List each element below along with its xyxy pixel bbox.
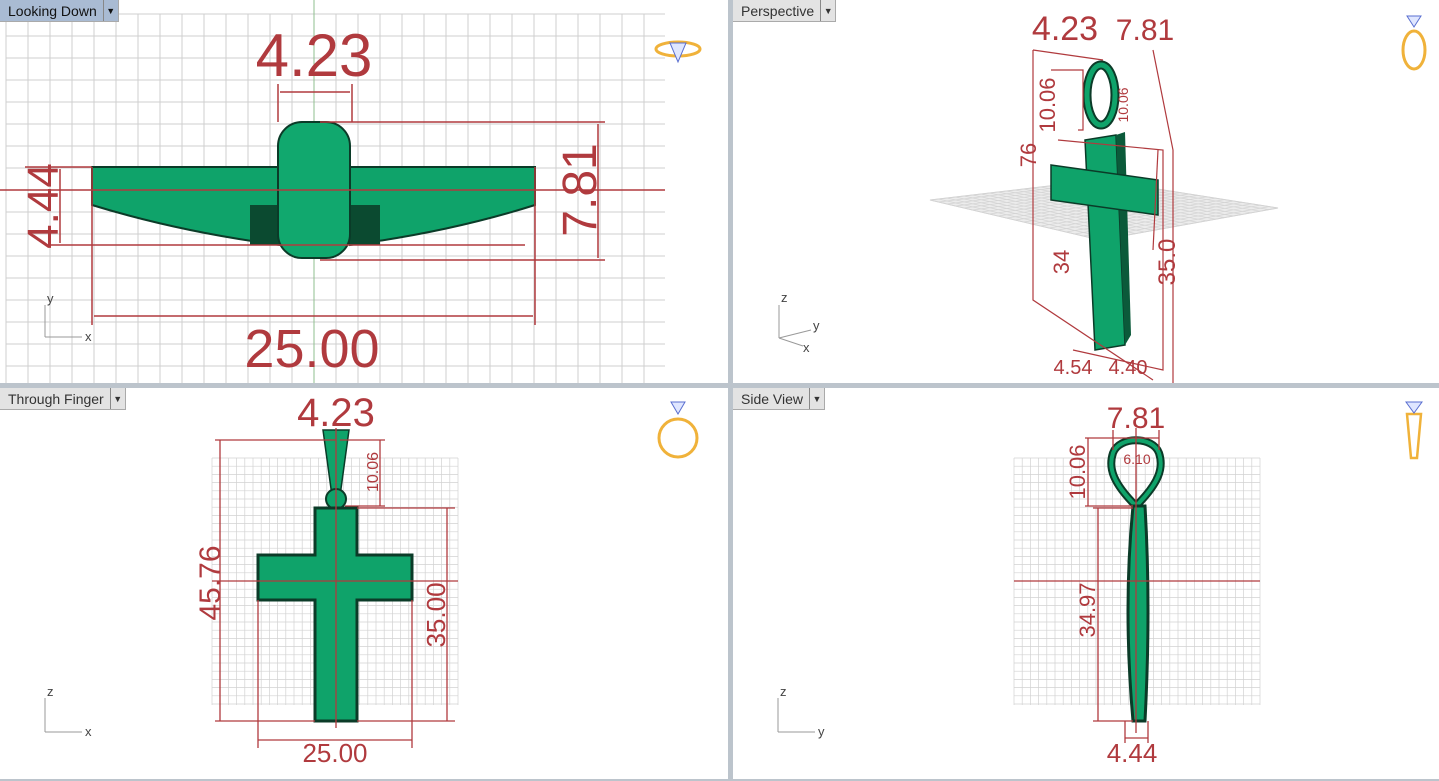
dimension-lines [1014, 428, 1260, 743]
viewport-canvas[interactable]: 4.23 7.81 10.06 10.06 76 34 35.0 4.54 4.… [733, 0, 1439, 383]
viewport-label[interactable]: Side View ▼ [733, 388, 826, 410]
dimension-bail: 10.06 [1065, 444, 1090, 499]
axis-label-x: x [803, 340, 810, 355]
dimension-lines [212, 428, 458, 748]
chevron-down-icon[interactable]: ▼ [820, 0, 835, 21]
ring-top-view-icon [654, 40, 702, 64]
axis-label-y: y [47, 291, 54, 306]
viewport-title: Looking Down [8, 2, 97, 19]
dimension-body: 34.97 [1075, 582, 1100, 637]
dimension-bottom: 4.44 [1107, 738, 1158, 768]
chevron-down-icon[interactable]: ▼ [809, 388, 824, 409]
axis-icon [778, 305, 812, 347]
dimension-lower-a: 34 [1049, 250, 1074, 274]
shadow-left [250, 205, 280, 245]
axis-label-z: z [780, 684, 787, 699]
ring-perspective-icon [1401, 15, 1427, 71]
dimension-left: 4.44 [19, 163, 68, 249]
dimension-bail-b: 10.06 [1115, 87, 1131, 122]
axis-icon [44, 305, 82, 338]
viewport-label[interactable]: Perspective ▼ [733, 0, 837, 22]
dimension-bottom-b: 4.40 [1109, 357, 1148, 379]
viewport-through-finger[interactable]: Through Finger ▼ 4.23 45.76 10.06 35.00 … [0, 388, 728, 779]
viewport-canvas[interactable]: 4.23 7.81 4.44 25.00 y x [0, 0, 728, 383]
dimension-top: 4.23 [297, 391, 375, 435]
dimension-lines [1032, 49, 1174, 383]
ring-front-icon [657, 401, 699, 459]
dimension-bail: 10.06 [365, 452, 382, 492]
dimension-bail: 10.06 [1035, 77, 1060, 132]
viewport-title: Through Finger [8, 390, 104, 407]
axis-label-z: z [781, 290, 788, 305]
chevron-down-icon[interactable]: ▼ [109, 388, 125, 409]
dimension-top-a: 4.23 [1032, 10, 1098, 48]
axis-label-x: x [85, 724, 92, 739]
axis-icon [44, 698, 82, 733]
dimension-total-height: 45.76 [194, 545, 227, 620]
cross-side [1126, 504, 1150, 723]
dimension-right: 7.81 [554, 143, 607, 236]
viewport-looking-down[interactable]: Looking Down ▼ 4.23 7.81 4.44 25.00 y x [0, 0, 728, 383]
dimension-body: 35.00 [421, 582, 451, 647]
dimension-lower-b: 35.0 [1154, 239, 1181, 286]
viewport-side-view[interactable]: Side View ▼ 7.81 6.10 10.06 34.97 4.44 z… [733, 388, 1439, 779]
axis-label-y: y [818, 724, 825, 739]
dimension-bottom: 25.00 [244, 319, 379, 379]
dimension-top: 4.23 [256, 22, 373, 89]
chevron-down-icon[interactable]: ▼ [102, 0, 118, 21]
viewport-title: Perspective [741, 2, 815, 19]
axis-label-y: y [813, 318, 820, 333]
viewport-title: Side View [741, 390, 804, 407]
dimension-top-b: 7.81 [1116, 14, 1174, 47]
dimension-height: 76 [1016, 143, 1041, 167]
dimension-top: 7.81 [1107, 402, 1165, 435]
axis-label-z: z [47, 684, 54, 699]
axis-icon [777, 698, 815, 733]
dimension-lines [0, 84, 665, 325]
shadow-right [350, 205, 380, 245]
viewport-perspective[interactable]: Perspective ▼ 4.23 7.81 10.06 10.06 76 3… [733, 0, 1439, 383]
viewport-canvas[interactable]: 7.81 6.10 10.06 34.97 4.44 z y [733, 388, 1439, 779]
viewport-label[interactable]: Looking Down ▼ [0, 0, 119, 22]
dimension-bottom-a: 4.54 [1054, 357, 1093, 379]
dimension-inner: 6.10 [1123, 451, 1150, 467]
ring-side-icon [1405, 401, 1423, 460]
dimension-width: 25.00 [302, 738, 367, 768]
viewport-canvas[interactable]: 4.23 45.76 10.06 35.00 25.00 z x [0, 388, 728, 779]
cross-horizontal [1050, 164, 1159, 216]
axis-label-x: x [85, 329, 92, 344]
viewport-label[interactable]: Through Finger ▼ [0, 388, 126, 410]
